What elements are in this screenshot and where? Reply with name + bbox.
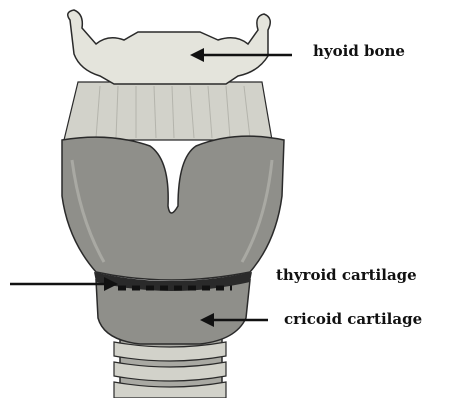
hyoid-bone-label: hyoid bone: [313, 44, 405, 59]
thyroid-cartilage-label: thyroid cartilage: [276, 268, 417, 283]
cricoid-cartilage-label: cricoid cartilage: [284, 312, 422, 327]
hyoid-bone: [68, 10, 271, 84]
thyrohyoid-membrane: [64, 82, 272, 140]
thyroid-cartilage: [62, 136, 284, 280]
